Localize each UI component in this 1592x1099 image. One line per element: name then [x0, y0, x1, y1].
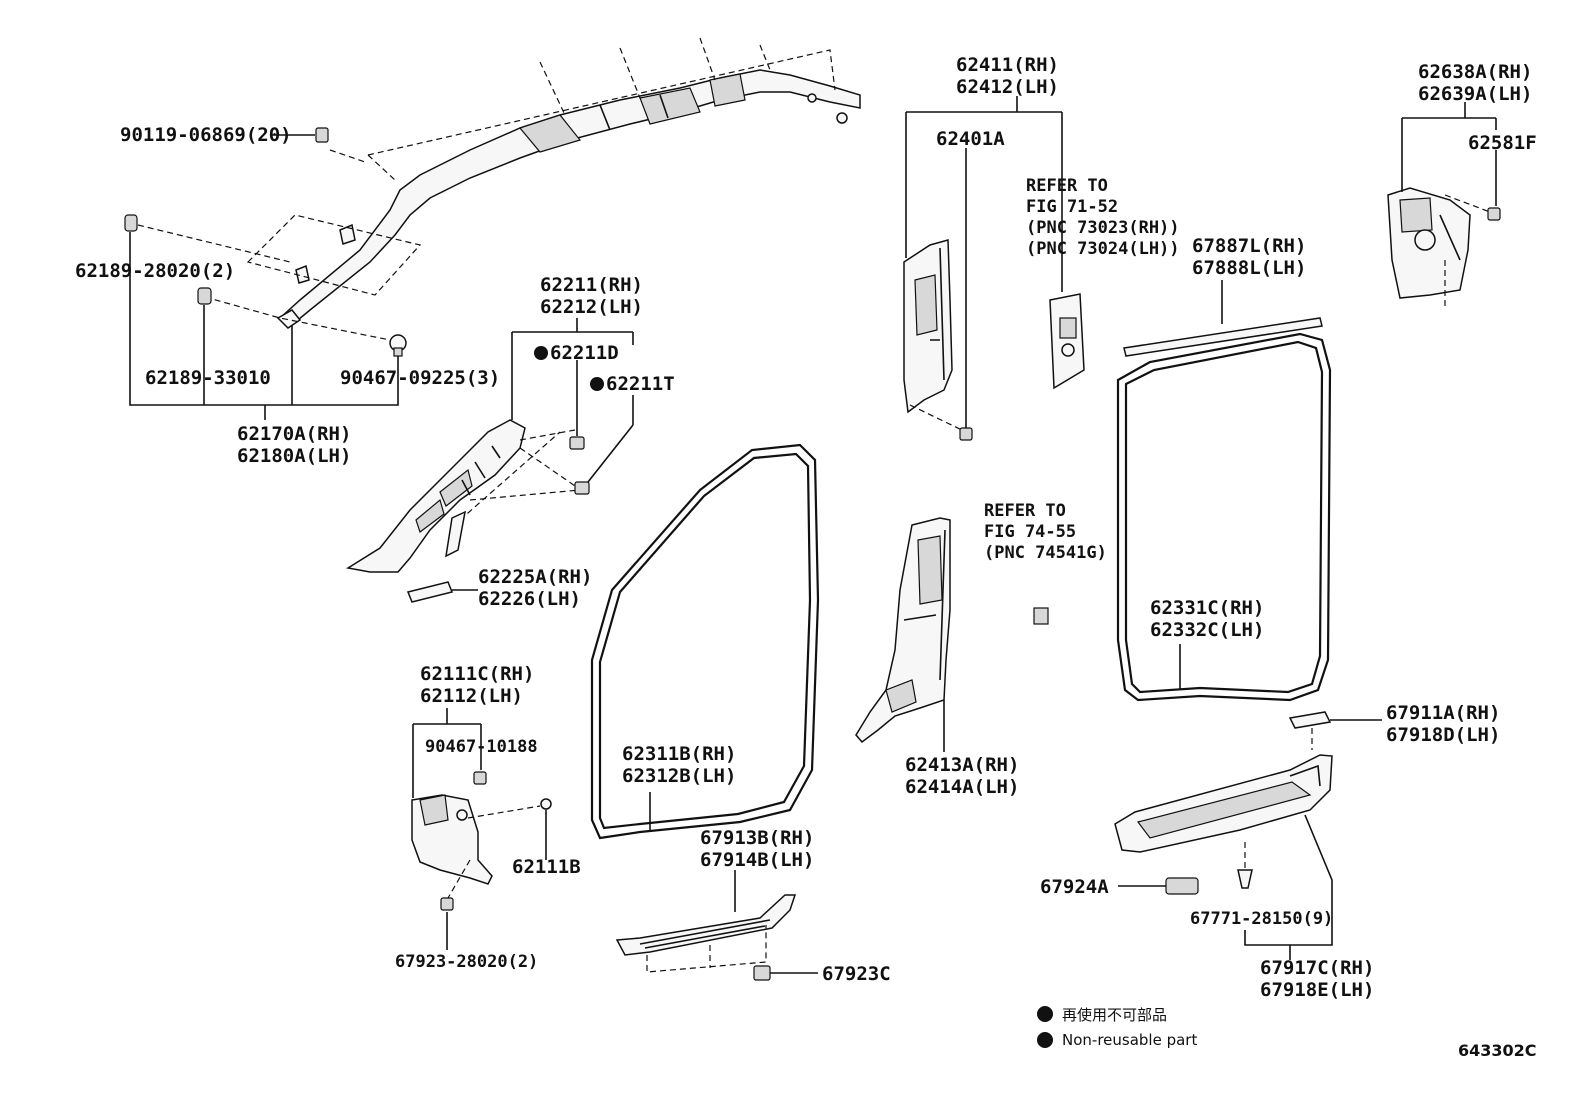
label-67888l: 67888L(LH)	[1192, 257, 1306, 279]
legend-dot-icon	[1037, 1006, 1053, 1022]
label-62189-33010: 62189-33010	[145, 367, 271, 389]
label-62170a: 62170A(RH)	[237, 423, 351, 445]
clip-67923c-icon	[753, 965, 771, 981]
scuff-plate-67917	[1114, 711, 1382, 960]
label-90119-06869: 90119-06869(20)	[120, 124, 292, 146]
seat-belt-guide-icon	[1049, 293, 1085, 390]
pnc-74541g-icon	[1033, 607, 1049, 625]
label-62212: 62212(LH)	[540, 296, 643, 318]
clip-62189a-icon	[124, 214, 138, 232]
weatherstrip-62311	[590, 443, 820, 840]
label-62331c: 62331C(RH)	[1150, 597, 1264, 619]
label-62332c: 62332C(LH)	[1150, 619, 1264, 641]
label-67911a: 67911A(RH)	[1386, 702, 1500, 724]
clip-67923-28020-icon	[440, 897, 454, 911]
non-reusable-dot-icon	[534, 346, 548, 360]
label-62225a: 62225A(RH)	[478, 566, 592, 588]
label-62112: 62112(LH)	[420, 685, 523, 707]
label-62401a: 62401A	[936, 128, 1005, 150]
label-62411: 62411(RH)	[956, 54, 1059, 76]
legend-english: Non-reusable part	[1062, 1031, 1197, 1049]
refer-74-55-line2: FIG 74-55	[984, 522, 1076, 542]
cowl-side-trim-62111	[411, 708, 552, 950]
center-pillar-upper-62411	[903, 96, 1063, 441]
refer-71-52-line3: (PNC 73023(RH))	[1026, 218, 1180, 238]
label-62180a: 62180A(LH)	[237, 445, 351, 467]
pillar-garnish-62211	[345, 318, 634, 573]
refer-74-55-line3: (PNC 74541G)	[984, 543, 1107, 563]
clip-67924a-icon	[1165, 877, 1199, 895]
label-62189-28020: 62189-28020(2)	[75, 260, 235, 282]
clip-62225	[406, 581, 478, 603]
clip-90467-10188-icon	[473, 771, 487, 785]
center-pillar-lower-62413	[855, 517, 951, 752]
refer-71-52-line1: REFER TO	[1026, 176, 1108, 196]
refer-71-52-line4: (PNC 73024(LH))	[1026, 239, 1180, 259]
quarter-trim-62638	[1387, 102, 1501, 310]
label-67923c: 67923C	[822, 963, 891, 985]
clip-62211t-icon	[574, 481, 590, 495]
label-67924a: 67924A	[1040, 876, 1109, 898]
label-67913b: 67913B(RH)	[700, 827, 814, 849]
clip-90467a-icon	[389, 334, 407, 357]
non-reusable-dot-icon	[590, 377, 604, 391]
label-67918e: 67918E(LH)	[1260, 979, 1374, 1001]
label-62638a: 62638A(RH)	[1418, 61, 1532, 83]
refer-71-52-line2: FIG 71-52	[1026, 197, 1118, 217]
label-62639a: 62639A(LH)	[1418, 83, 1532, 105]
label-67917c: 67917C(RH)	[1260, 957, 1374, 979]
label-67914b: 67914B(LH)	[700, 849, 814, 871]
label-62312b: 62312B(LH)	[622, 765, 736, 787]
label-90467-09225: 90467-09225(3)	[340, 367, 500, 389]
clip-90119-icon	[315, 127, 329, 143]
label-62311b: 62311B(RH)	[622, 743, 736, 765]
label-62581f: 62581F	[1468, 132, 1537, 154]
label-67771-28150: 67771-28150(9)	[1190, 909, 1333, 929]
clip-67911a-icon	[1288, 711, 1332, 729]
label-62211t: 62211T	[606, 373, 675, 395]
label-62413a: 62413A(RH)	[905, 754, 1019, 776]
weatherstrip-67887	[1123, 280, 1323, 357]
scuff-plate-67913	[615, 870, 818, 981]
label-67918d: 67918D(LH)	[1386, 724, 1500, 746]
legend-dot-icon	[1037, 1032, 1053, 1048]
legend-japanese: 再使用不可部品	[1062, 1006, 1167, 1024]
label-62414a: 62414A(LH)	[905, 776, 1019, 798]
weatherstrip-62331	[1116, 332, 1332, 702]
clip-62401a-icon	[959, 427, 973, 441]
roof-rail-assembly	[124, 37, 861, 420]
clip-62111b-icon	[540, 798, 552, 810]
clip-62211d-icon	[569, 436, 585, 450]
label-67923-28020: 67923-28020(2)	[395, 952, 538, 972]
refer-74-55-line1: REFER TO	[984, 501, 1066, 521]
label-62412: 62412(LH)	[956, 76, 1059, 98]
label-67887l: 67887L(RH)	[1192, 235, 1306, 257]
clip-67771-icon	[1237, 869, 1253, 889]
label-62111b: 62111B	[512, 856, 581, 878]
label-62211: 62211(RH)	[540, 274, 643, 296]
clip-62581f-icon	[1487, 207, 1501, 221]
label-90467-10188: 90467-10188	[425, 737, 538, 757]
label-62226: 62226(LH)	[478, 588, 581, 610]
figure-code: 643302C	[1458, 1041, 1537, 1060]
clip-62189b-icon	[197, 287, 212, 305]
label-62111c: 62111C(RH)	[420, 663, 534, 685]
label-62211d: 62211D	[550, 342, 619, 364]
